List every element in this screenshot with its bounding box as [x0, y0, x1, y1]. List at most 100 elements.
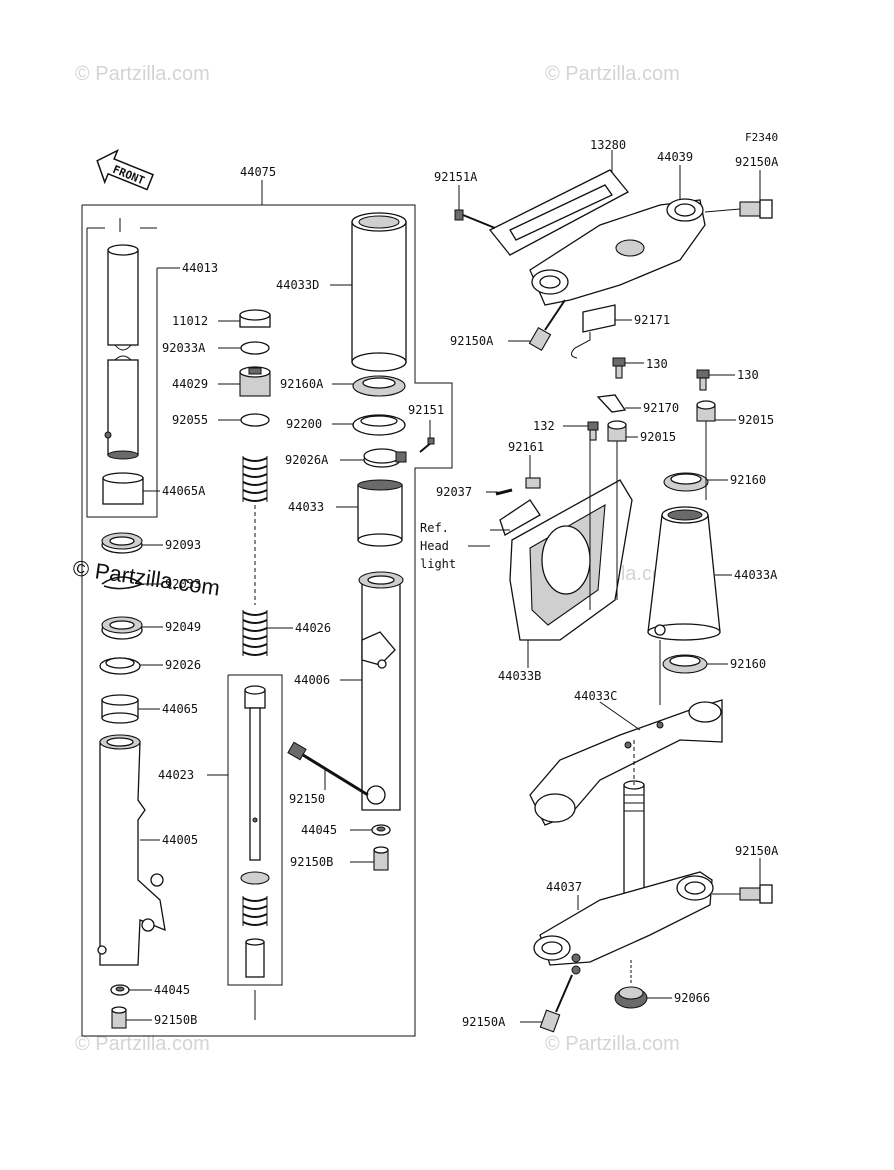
- label-92200: 92200: [286, 417, 322, 431]
- label-44006: 44006: [294, 673, 330, 687]
- nut-92066: 92066: [614, 960, 710, 1009]
- bracket-92171: 92171: [571, 304, 670, 359]
- fork-cover-44033D: 44033D: [276, 212, 407, 372]
- fork-tube-44013: 44013: [104, 244, 218, 460]
- screw-132: 132: [533, 419, 599, 441]
- label-44033A: 44033A: [734, 568, 778, 582]
- seat-92160-upper: 92160: [663, 472, 766, 492]
- label-92170: 92170: [643, 401, 679, 415]
- watermark-top-left: © Partzilla.com: [75, 63, 210, 85]
- screw-92151A: 92151A: [434, 170, 496, 229]
- seat-92160-lower: 92160: [662, 654, 766, 674]
- figure-code: F2340: [745, 131, 778, 144]
- bolt-92150A-lower-right: 92150A: [712, 844, 779, 904]
- label-92093: 92093: [165, 538, 201, 552]
- label-44029: 44029: [172, 377, 208, 391]
- label-92026: 92026: [165, 658, 201, 672]
- oring-92033A: 92033A: [162, 341, 270, 355]
- ref-note-line-1: Ref.: [420, 521, 449, 535]
- front-arrow-icon: FRONT: [96, 149, 155, 191]
- label-44023: 44023: [158, 768, 194, 782]
- bolt-92150B-mid: 92150B: [290, 846, 389, 871]
- label-44026: 44026: [295, 621, 331, 635]
- watermark-bottom-left: © Partzilla.com: [75, 1033, 210, 1055]
- outer-tube-44005: 44005: [97, 734, 198, 966]
- fork-assembly-box: 44075: [81, 165, 453, 1037]
- ref-headlight-note: Ref. Head light: [420, 521, 510, 571]
- label-92171: 92171: [634, 313, 670, 327]
- label-92150B-mid: 92150B: [290, 855, 333, 869]
- label-44033: 44033: [288, 500, 324, 514]
- label-92033A: 92033A: [162, 341, 206, 355]
- connector-lines: [589, 421, 707, 785]
- label-92150: 92150: [289, 792, 325, 806]
- outer-tube-44006: 44006: [294, 571, 404, 811]
- bolt-92150B-left: 92150B: [111, 1006, 197, 1029]
- label-11012: 11012: [172, 314, 208, 328]
- label-92150A-upper: 92150A: [450, 334, 494, 348]
- label-92150B-left: 92150B: [154, 1013, 197, 1027]
- bushing-44065A: 44065A: [102, 472, 206, 505]
- oring-92055: 92055: [172, 413, 270, 427]
- label-92037: 92037: [436, 485, 472, 499]
- band-92037: 92037: [436, 485, 513, 499]
- label-92160A: 92160A: [280, 377, 324, 391]
- cap-11012: 11012: [172, 309, 271, 328]
- ref-note-line-2: Head: [420, 539, 449, 553]
- label-44065A: 44065A: [162, 484, 206, 498]
- lower-clamp-44037: 44037: [533, 780, 714, 975]
- washer-44045-mid: 44045: [301, 823, 391, 837]
- ref-note-line-3: light: [420, 557, 456, 571]
- clamp-92026A: 92026A: [285, 448, 407, 468]
- label-92150A-bottom: 92150A: [462, 1015, 506, 1029]
- label-44033B: 44033B: [498, 669, 541, 683]
- seal-92093: 92093: [101, 532, 201, 554]
- label-92161: 92161: [508, 440, 544, 454]
- label-130-b: 130: [737, 368, 759, 382]
- washer-92200: 92200: [286, 414, 406, 436]
- label-92160-upper: 92160: [730, 473, 766, 487]
- bolt-92150A-upper: 92150A: [450, 299, 566, 352]
- label-44037: 44037: [546, 880, 582, 894]
- label-92151A: 92151A: [434, 170, 478, 184]
- clip-92033: 92033: [101, 576, 201, 591]
- label-92049: 92049: [165, 620, 201, 634]
- grommet-92161: 92161: [508, 440, 544, 489]
- label-92055: 92055: [172, 413, 208, 427]
- washer-44045-left: 44045: [110, 983, 190, 997]
- label-44075: 44075: [240, 165, 276, 179]
- bracket-92170: 92170: [596, 394, 679, 415]
- washer-92026: 92026: [99, 657, 201, 675]
- label-44005: 44005: [162, 833, 198, 847]
- label-44065: 44065: [162, 702, 198, 716]
- label-132: 132: [533, 419, 555, 433]
- collar-92015-right: 92015: [696, 400, 774, 427]
- cover-44033A: 44033A: [647, 506, 778, 641]
- label-130-a: 130: [646, 357, 668, 371]
- seat-92160A: 92160A: [280, 375, 406, 397]
- screw-130-a: 130: [612, 357, 668, 379]
- shroud-44033C: 44033C: [529, 689, 723, 826]
- upper-bracket-44039: 44039: [529, 150, 706, 306]
- collar-92015-left: 92015: [607, 420, 676, 444]
- label-92066: 92066: [674, 991, 710, 1005]
- label-92026A: 92026A: [285, 453, 329, 467]
- spring-44026: 44026: [242, 456, 331, 656]
- bolt-92150A-top: 92150A: [704, 155, 779, 219]
- bracket-13280: 13280: [488, 138, 630, 256]
- label-44045-mid: 44045: [301, 823, 337, 837]
- label-92150A-lower-right: 92150A: [735, 844, 779, 858]
- seal-92049: 92049: [101, 616, 201, 640]
- label-92033: 92033: [165, 577, 201, 591]
- watermark-top-right: © Partzilla.com: [545, 63, 680, 85]
- screw-92151: 92151: [408, 403, 444, 453]
- label-44033C: 44033C: [574, 689, 617, 703]
- housing-44033B: 44033B: [498, 479, 633, 683]
- label-92015-left: 92015: [640, 430, 676, 444]
- screw-130-b: 130: [696, 368, 759, 391]
- label-92151: 92151: [408, 403, 444, 417]
- label-44033D: 44033D: [276, 278, 319, 292]
- bolt-92150: 92150: [287, 741, 369, 806]
- label-92015-right: 92015: [738, 413, 774, 427]
